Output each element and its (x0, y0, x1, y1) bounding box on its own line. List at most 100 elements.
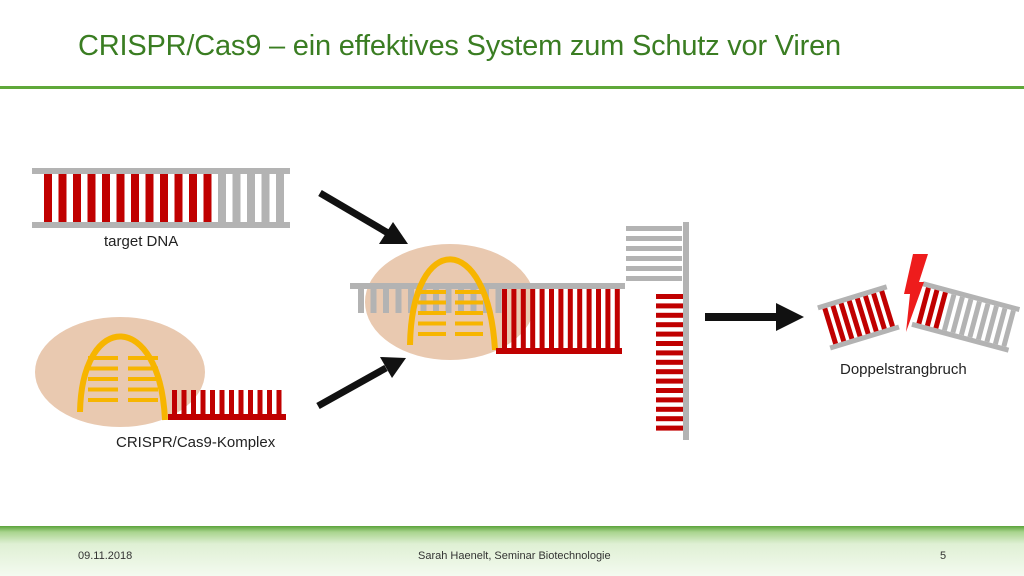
base-pair (530, 289, 536, 348)
base-pair (958, 298, 974, 336)
bound-complex (350, 222, 689, 440)
break-label: Doppelstrangbruch (840, 361, 967, 378)
guide-rna-spacer (168, 414, 286, 420)
base-pair (871, 292, 887, 330)
base-pair (383, 289, 389, 313)
base-pair (455, 300, 483, 305)
base-pair (596, 289, 601, 348)
base-pair (408, 289, 414, 313)
base-pair (656, 294, 683, 299)
base-pair (88, 398, 118, 402)
base-pair (549, 289, 554, 348)
base-pair (200, 390, 206, 414)
arrow-right-down-icon (318, 189, 408, 244)
base-pair (88, 356, 118, 360)
base-pair (626, 276, 682, 281)
base-pair (656, 303, 683, 309)
base-pair (145, 174, 154, 222)
base-pair (656, 331, 683, 337)
footer-date: 09.11.2018 (78, 550, 133, 562)
complex-label: CRISPR/Cas9-Komplex (116, 434, 276, 451)
footer-page-number: 5 (940, 550, 947, 562)
base-pair (656, 397, 683, 403)
base-pair (87, 174, 96, 222)
lightning-icon (904, 254, 928, 332)
base-pair (370, 289, 377, 313)
base-pair (838, 302, 855, 340)
base-pair (626, 246, 682, 251)
base-pair (172, 390, 177, 414)
base-pair (128, 387, 158, 392)
base-pair (967, 300, 982, 338)
title-rule (0, 86, 1024, 89)
base-pair (128, 356, 158, 360)
base-pair (418, 321, 446, 326)
base-pair (879, 290, 895, 328)
base-pair (605, 289, 611, 348)
base-pair (924, 289, 940, 327)
base-pair (73, 174, 81, 222)
base-pair (626, 236, 682, 241)
base-pair (203, 174, 212, 222)
base-pair (626, 226, 682, 231)
base-pair (656, 369, 683, 375)
base-pair (846, 300, 863, 338)
base-pair (88, 387, 118, 392)
base-pair (455, 332, 483, 336)
base-pair (502, 289, 507, 348)
base-pair (418, 300, 446, 305)
footer-band (0, 526, 1024, 576)
base-pair (614, 289, 620, 348)
base-pair (128, 377, 158, 381)
base-pair (520, 289, 526, 348)
base-pair (88, 366, 118, 371)
base-pair (656, 378, 683, 384)
base-pair (656, 416, 683, 422)
base-pair (656, 388, 683, 393)
base-pair (511, 289, 517, 348)
base-pair (261, 174, 270, 222)
base-pair (128, 398, 158, 402)
base-pair (916, 287, 931, 325)
base-pair (830, 305, 847, 342)
base-pair (984, 305, 999, 343)
base-pair (160, 174, 168, 222)
base-pair (358, 289, 364, 313)
base-pair (1001, 309, 1016, 347)
base-pair (445, 289, 452, 313)
guide-rna-stems (88, 356, 158, 402)
base-pair (44, 174, 52, 222)
arrow-right-icon (705, 303, 804, 331)
base-pair (455, 321, 483, 326)
base-pair (210, 390, 215, 414)
base-pair (395, 289, 402, 313)
base-pair (567, 289, 573, 348)
crispr-diagram (32, 168, 1021, 440)
base-pair (257, 390, 263, 414)
base-pair (219, 390, 225, 414)
base-pair (131, 174, 139, 222)
slide-title: CRISPR/Cas9 – ein effektives System zum … (78, 30, 841, 62)
base-pair (116, 174, 125, 222)
base-pair (558, 289, 564, 348)
arrow-right-up-icon (316, 357, 406, 410)
base-pair (539, 289, 545, 348)
base-pair (174, 174, 183, 222)
base-pair (418, 332, 446, 336)
base-pair (218, 174, 226, 222)
target-dna-label: target DNA (104, 233, 179, 250)
base-pair (656, 312, 683, 318)
base-pair (128, 366, 158, 371)
base-pair (232, 174, 241, 222)
target-dna (32, 168, 290, 228)
base-pair (58, 174, 67, 222)
base-pair (577, 289, 583, 348)
base-pair (656, 322, 683, 328)
base-pair (495, 289, 502, 313)
base-pair (941, 293, 957, 332)
base-pair (992, 307, 1008, 345)
base-pair (276, 174, 284, 222)
base-pair (191, 390, 196, 414)
base-pair (586, 289, 592, 348)
base-pair (626, 266, 682, 271)
